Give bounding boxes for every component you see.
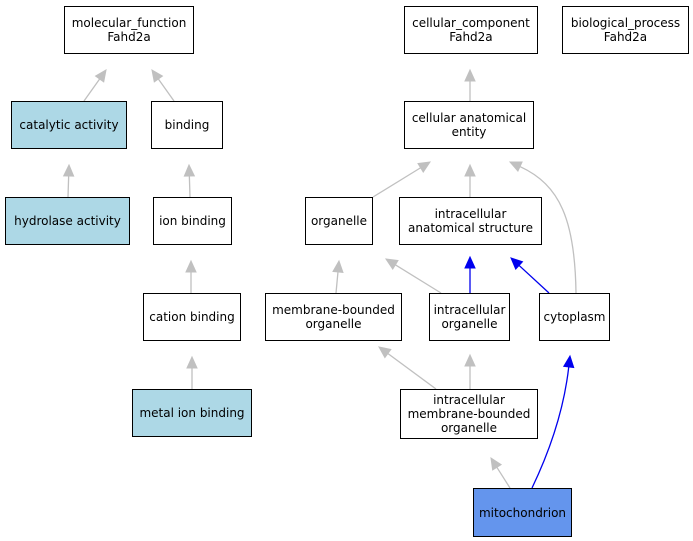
node-mito[interactable]: mitochondrion: [473, 488, 572, 537]
node-cc[interactable]: cellular_component Fahd2a: [404, 6, 538, 54]
node-imbo[interactable]: intracellular membrane-bounded organelle: [400, 389, 538, 439]
edge-io-org: [384, 258, 442, 294]
arrowhead: [508, 161, 523, 173]
edge-metal-cation: [186, 355, 198, 389]
node-label: metal ion binding: [139, 406, 245, 420]
arrowhead: [464, 353, 476, 367]
edge-hyd-cat: [62, 163, 75, 198]
node-label: catalytic activity: [19, 118, 119, 132]
edge-cation-ion: [185, 259, 197, 293]
arrowhead: [464, 255, 476, 269]
edge-cyto-cae: [508, 161, 577, 294]
node-label: cellular anatomical entity: [411, 111, 527, 139]
arrowhead: [562, 354, 575, 369]
node-ias[interactable]: intracellular anatomical structure: [399, 197, 542, 245]
edge-mbo-org: [332, 259, 344, 294]
node-ion[interactable]: ion binding: [153, 197, 232, 245]
arrowhead: [378, 346, 392, 359]
edge-cae-cc: [464, 68, 476, 101]
node-mf[interactable]: molecular_function Fahd2a: [64, 6, 194, 54]
node-cae[interactable]: cellular anatomical entity: [404, 101, 534, 149]
node-label: intracellular membrane-bounded organelle: [407, 393, 531, 435]
arrowhead: [151, 69, 164, 83]
edge-imbo-mbo: [378, 346, 437, 390]
arrowhead: [384, 258, 399, 270]
node-metal[interactable]: metal ion binding: [132, 389, 252, 437]
node-bp[interactable]: biological_process Fahd2a: [562, 6, 689, 54]
arrowhead: [183, 163, 196, 177]
edge-cyto-ias: [510, 257, 550, 294]
edge-org-cae: [372, 161, 432, 198]
arrowhead: [417, 161, 432, 173]
edge-imbo-io: [464, 353, 476, 389]
node-label: hydrolase activity: [14, 214, 121, 228]
arrowhead: [94, 69, 107, 83]
arrowhead: [464, 68, 476, 82]
arrowhead: [332, 259, 344, 273]
edge-bind-mf: [151, 69, 175, 102]
node-hyd[interactable]: hydrolase activity: [5, 197, 130, 245]
edge-mito-cyto: [531, 354, 575, 489]
arrowhead: [464, 163, 476, 177]
arrowhead: [490, 456, 503, 471]
arrowhead: [510, 257, 524, 271]
node-label: mitochondrion: [478, 505, 567, 520]
node-label: cation binding: [149, 310, 235, 324]
edge-ion-bind: [183, 163, 196, 198]
arrowhead: [185, 259, 197, 273]
node-org[interactable]: organelle: [305, 197, 373, 245]
node-label: molecular_function Fahd2a: [71, 16, 187, 44]
edge-ias-cae: [464, 163, 476, 197]
node-label: ion binding: [159, 214, 226, 228]
node-label: intracellular anatomical structure: [408, 207, 533, 235]
node-label: cytoplasm: [543, 310, 606, 324]
node-label: membrane-bounded organelle: [272, 303, 395, 331]
node-cyto[interactable]: cytoplasm: [539, 293, 610, 341]
edge-cat-mf: [83, 69, 107, 102]
node-label: binding: [164, 118, 210, 132]
node-mbo[interactable]: membrane-bounded organelle: [265, 293, 402, 341]
edge-mito-imbo: [490, 456, 511, 489]
arrowhead: [62, 163, 75, 177]
node-bind[interactable]: binding: [151, 101, 223, 149]
node-label: biological_process Fahd2a: [570, 16, 681, 44]
arrowhead: [186, 355, 198, 369]
node-cat[interactable]: catalytic activity: [11, 101, 127, 149]
node-io[interactable]: intracellular organelle: [429, 293, 510, 341]
node-label: organelle: [310, 214, 368, 228]
node-label: cellular_component Fahd2a: [412, 16, 530, 44]
edge-io-ias: [464, 255, 476, 293]
node-label: intracellular organelle: [433, 303, 506, 331]
node-cation[interactable]: cation binding: [143, 293, 241, 341]
